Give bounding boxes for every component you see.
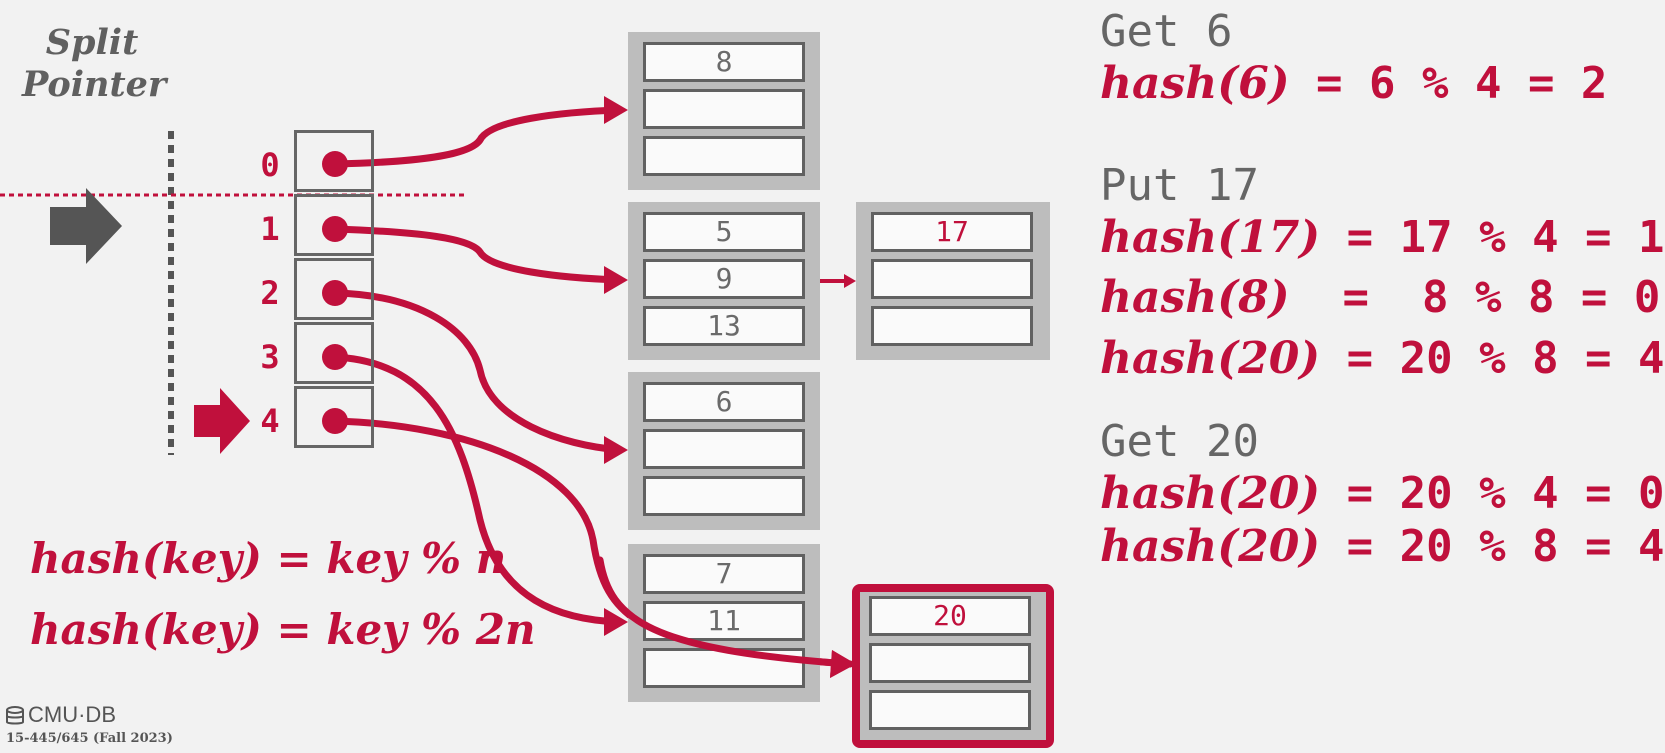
- expr-fn: hash(6): [1100, 58, 1290, 109]
- slot-label-3: 3: [260, 338, 280, 376]
- bucket-3-cell-0: 7: [643, 554, 805, 594]
- slot-4-dot: [322, 408, 348, 434]
- slot-label-4: 4: [260, 402, 280, 440]
- pointer-0: [331, 106, 624, 168]
- expr-rhs: = 17 % 4 = 1: [1346, 212, 1665, 263]
- split-pointer-label-line1: Split: [45, 22, 139, 63]
- directory-slot-2: [294, 258, 374, 320]
- bucket-0-cell-2: [643, 136, 805, 176]
- course-label: 15-445/645 (Fall 2023): [6, 731, 173, 746]
- slot-0-dot: [322, 151, 348, 177]
- bucket-0-cell-0: 8: [643, 42, 805, 82]
- hash-formula-2n: hash(key) = key % 2n: [30, 605, 536, 654]
- directory-slot-1: [294, 194, 374, 256]
- op-get-6-line-0: hash(6) = 6 % 4 = 2: [1100, 58, 1607, 109]
- expr-rhs: = 20 % 8 = 4: [1346, 521, 1665, 572]
- split-pointer-label: Split Pointer: [22, 22, 167, 106]
- hash-formula-n: hash(key) = key % n: [30, 534, 507, 583]
- bucket-1-cell-0: 5: [643, 212, 805, 252]
- directory-slot-3: [294, 322, 374, 384]
- cmu-db-logo: CMU·DB: [6, 702, 116, 728]
- bucket-4-cell-0: 20: [869, 596, 1031, 636]
- op-get-20-line-1: hash(20) = 20 % 8 = 4: [1100, 521, 1665, 572]
- expr-fn: hash(20): [1100, 468, 1321, 519]
- bucket-2-cell-1: [643, 429, 805, 469]
- bucket-4-cell-1: [869, 643, 1031, 683]
- bucket-2: 6: [628, 372, 820, 530]
- database-icon: [6, 706, 24, 725]
- op-get-6-title: Get 6: [1100, 6, 1233, 57]
- expr-fn: hash(20): [1100, 333, 1321, 384]
- bucket-1-cell-2: 13: [643, 306, 805, 346]
- bucket-4-new: 20: [852, 584, 1054, 748]
- slot-label-2: 2: [260, 274, 280, 312]
- expr-fn: hash(20): [1100, 521, 1321, 572]
- slot-1-dot: [322, 216, 348, 242]
- bucket-4-cell-2: [869, 690, 1031, 730]
- directory-slot-4: [294, 386, 374, 448]
- bucket-3-cell-2: [643, 648, 805, 688]
- split-pointer-label-line2: Pointer: [22, 64, 167, 105]
- bucket-2-cell-0: 6: [643, 382, 805, 422]
- overflow-bucket-1-cell-0: 17: [871, 212, 1033, 252]
- slot-3-dot: [322, 344, 348, 370]
- logo-text: CMU·DB: [28, 702, 116, 727]
- next-slot-arrow-icon: [194, 388, 250, 454]
- pointer-1: [331, 225, 624, 284]
- bucket-1-cell-1: 9: [643, 259, 805, 299]
- overflow-bucket-1-cell-2: [871, 306, 1033, 346]
- split-pointer-arrow-icon: [50, 188, 122, 264]
- expr-fn: hash(8): [1100, 272, 1290, 323]
- op-get-20-line-0: hash(20) = 20 % 4 = 0: [1100, 468, 1665, 519]
- op-put-17-line-1: hash(8) = 8 % 8 = 0: [1100, 272, 1660, 323]
- expr-rhs: = 20 % 8 = 4: [1346, 333, 1665, 384]
- bucket-1: 5 9 13: [628, 202, 820, 360]
- op-put-17-line-0: hash(17) = 17 % 4 = 1: [1100, 212, 1665, 263]
- op-get-20-title: Get 20: [1100, 416, 1259, 467]
- bucket-0-cell-1: [643, 89, 805, 129]
- linear-hashing-diagram: Split Pointer 0 1 2 3 4 8 5 9 13 17 6 7 …: [0, 6, 1665, 748]
- bucket-2-cell-2: [643, 476, 805, 516]
- overflow-bucket-1: 17: [856, 202, 1050, 360]
- expr-rhs: = 20 % 4 = 0: [1346, 468, 1665, 519]
- overflow-bucket-1-cell-1: [871, 259, 1033, 299]
- slot-2-dot: [322, 280, 348, 306]
- op-put-17-line-2: hash(20) = 20 % 8 = 4: [1100, 333, 1665, 384]
- expr-rhs: = 8 % 8 = 0: [1316, 272, 1661, 323]
- bucket-3: 7 11: [628, 544, 820, 702]
- bucket-3-cell-1: 11: [643, 601, 805, 641]
- expr-fn: hash(17): [1100, 212, 1321, 263]
- directory-slot-0: [294, 130, 374, 192]
- slot-label-1: 1: [260, 210, 280, 248]
- op-put-17-title: Put 17: [1100, 160, 1259, 211]
- bucket-0: 8: [628, 32, 820, 190]
- slot-label-0: 0: [260, 146, 280, 184]
- expr-rhs: = 6 % 4 = 2: [1316, 58, 1608, 109]
- pointer-2: [331, 289, 624, 454]
- pointer-3: [331, 353, 624, 626]
